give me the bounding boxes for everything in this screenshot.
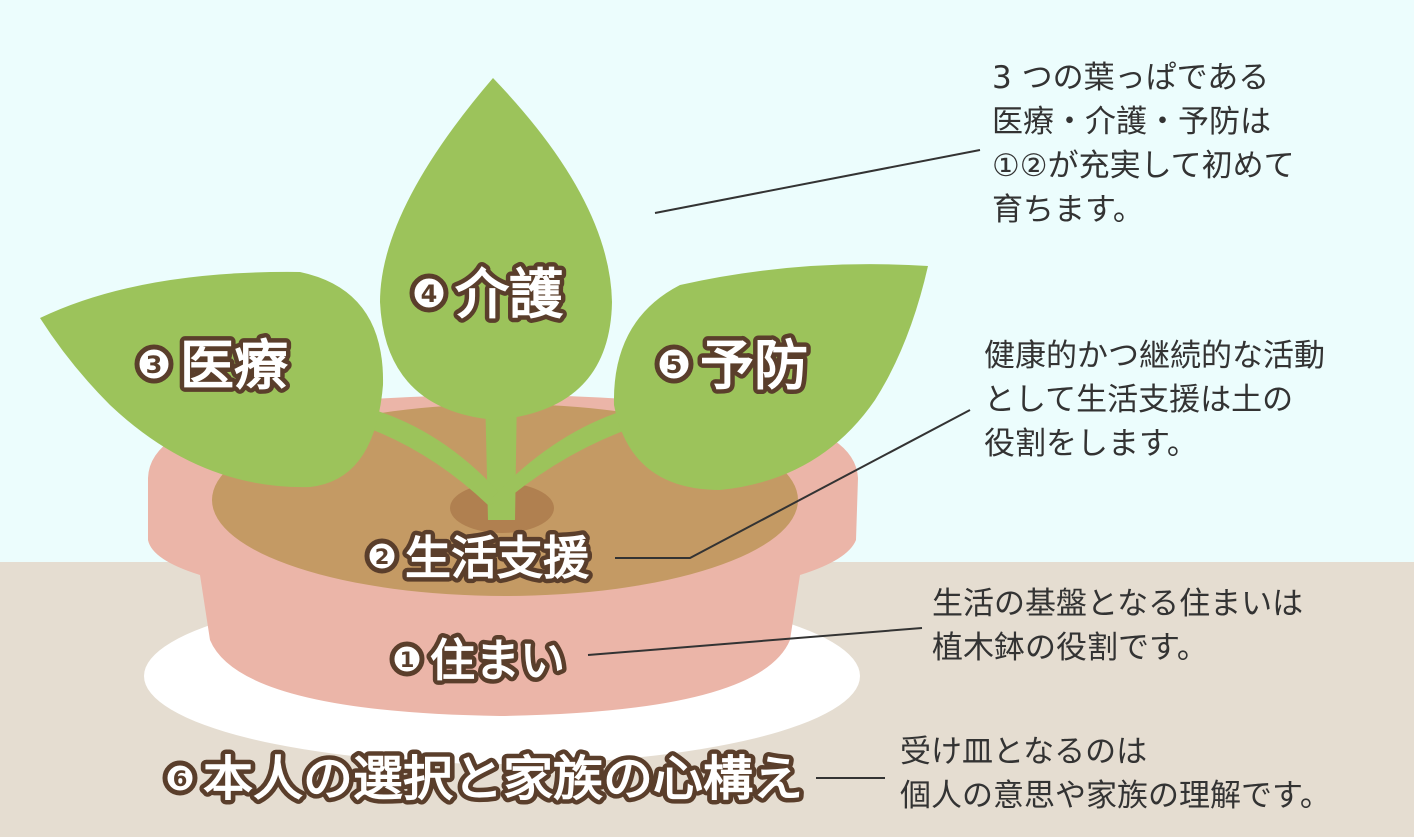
leaf-center (380, 78, 612, 420)
label-number-circle (389, 641, 425, 677)
note-pot: 生活の基盤となる住まいは 植木鉢の役割です。 (932, 582, 1303, 670)
label-text: 本人の選択と家族の心構え (203, 751, 803, 807)
note-line: 個人の意思や家族の理解です。 (900, 778, 1331, 814)
label-number: 3 (146, 351, 163, 379)
stem-right (490, 408, 640, 505)
label-text: 住まい (430, 634, 565, 687)
note-leaves: 3 つの葉っぱである 医療・介護・予防は ①②が充実して初めて 育ちます。 (992, 56, 1295, 232)
note-line: として生活支援は土の (984, 382, 1294, 418)
label-number: 2 (375, 545, 390, 569)
label-text: 医療 (180, 334, 288, 397)
label-number-circle (364, 538, 400, 574)
leader-line-soil (615, 409, 971, 559)
note-soil: 健康的かつ継続的な活動 として生活支援は土の 役割をします。 (984, 334, 1325, 466)
note-line: 植木鉢の役割です。 (932, 630, 1208, 666)
label-number-circle (134, 344, 174, 384)
note-line: 受け皿となるのは (900, 734, 1148, 770)
leaf-right (613, 264, 928, 490)
label-number: 1 (400, 648, 415, 672)
label-sumai: 1 住まい (389, 630, 570, 692)
label-text: 生活支援 (405, 531, 590, 585)
leader-line-leaves (654, 149, 981, 214)
label-seikatsu-shien: 2 生活支援 (364, 527, 595, 590)
note-line: 役割をします。 (984, 426, 1198, 462)
label-text: 予防 (700, 334, 808, 397)
label-text: 介護 (455, 263, 564, 326)
label-yobou: 5 予防 (654, 330, 813, 402)
stem-left (360, 408, 506, 505)
label-number: 4 (421, 280, 438, 308)
note-line: ①②が充実して初めて (992, 148, 1295, 184)
note-line: 医療・介護・予防は (992, 104, 1271, 140)
note-saucer: 受け皿となるのは 個人の意思や家族の理解です。 (900, 730, 1331, 818)
label-number-circle (654, 344, 694, 384)
label-number: 6 (173, 767, 188, 791)
label-kokorogamae: 6 本人の選択と家族の心構え (162, 747, 808, 812)
label-number-circle (409, 273, 449, 313)
note-line: 3 つの葉っぱである (992, 60, 1270, 96)
note-line: 育ちます。 (992, 192, 1144, 228)
label-kaigo: 4 介護 (409, 259, 568, 331)
label-number-circle (162, 760, 198, 796)
note-line: 健康的かつ継続的な活動 (984, 338, 1325, 374)
leaf-left (40, 271, 384, 488)
note-line: 生活の基盤となる住まいは (932, 586, 1304, 622)
leader-line-pot (587, 627, 923, 656)
label-iryou: 3 医療 (134, 330, 293, 402)
label-number: 5 (666, 351, 683, 379)
